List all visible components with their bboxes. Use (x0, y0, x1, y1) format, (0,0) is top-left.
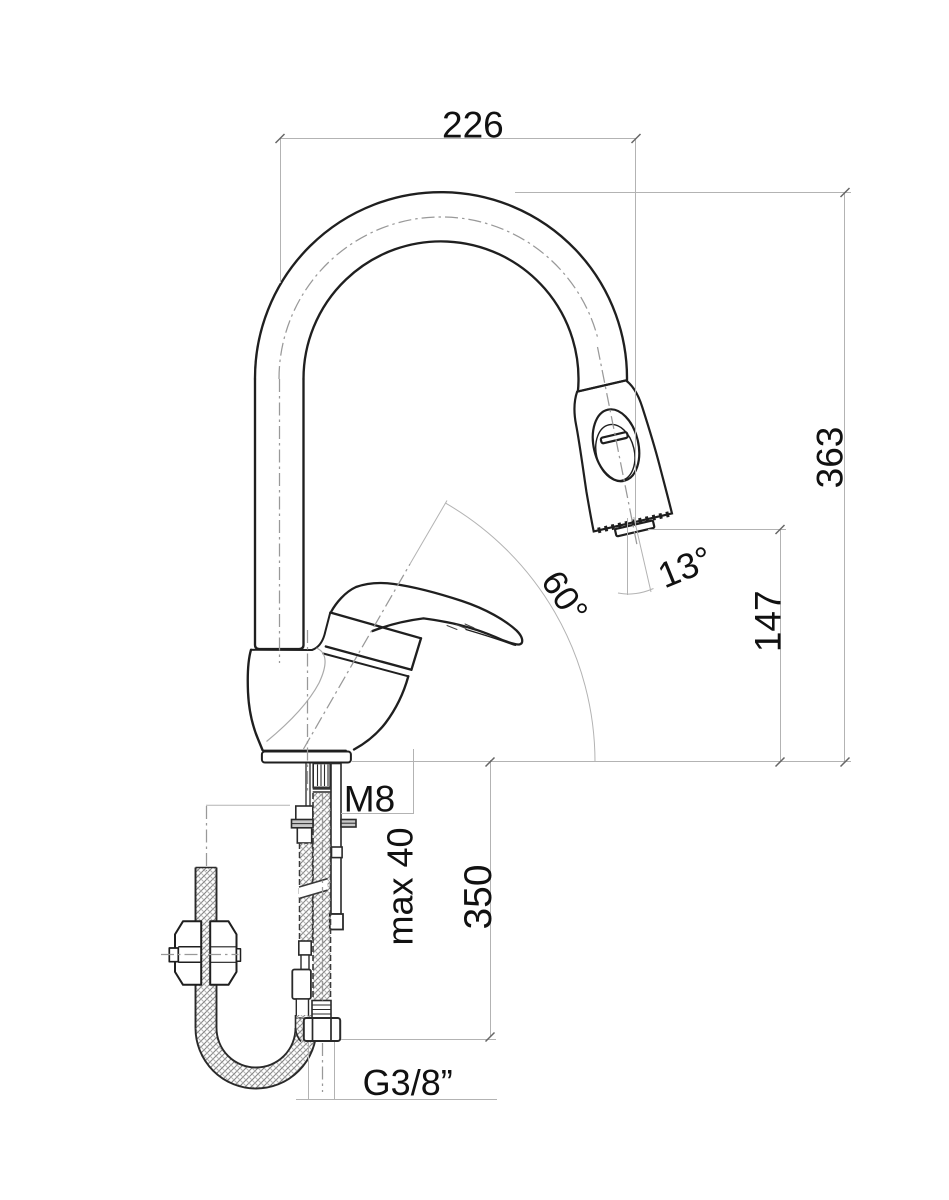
svg-text:363: 363 (810, 427, 851, 489)
svg-text:226: 226 (442, 105, 504, 146)
svg-text:350: 350 (457, 864, 500, 929)
svg-text:max 40: max 40 (380, 827, 421, 945)
svg-text:M8: M8 (344, 779, 395, 820)
svg-text:G3/8”: G3/8” (363, 1062, 453, 1103)
svg-text:147: 147 (748, 590, 789, 652)
